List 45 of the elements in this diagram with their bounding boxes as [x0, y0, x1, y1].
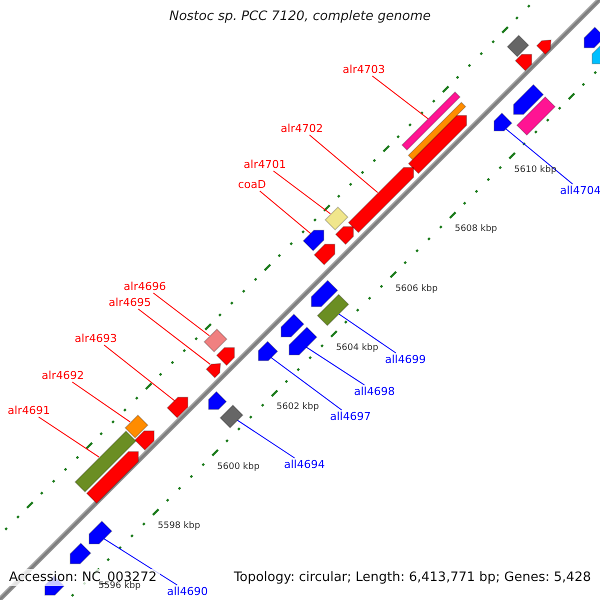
- leader-line: [152, 292, 210, 336]
- gene-feature: [316, 293, 350, 327]
- gene-feature: [202, 328, 228, 352]
- gene-feature: [324, 206, 348, 230]
- gene-label: alr4696: [124, 280, 166, 293]
- gene-label: alr4691: [8, 404, 50, 417]
- leader-line: [72, 382, 131, 422]
- gene-label: all4694: [284, 458, 325, 471]
- leader-line: [38, 416, 100, 458]
- gene-label: alr4701: [244, 158, 286, 171]
- leader-line: [338, 314, 396, 354]
- gene-label: all4699: [385, 353, 426, 366]
- leader-line: [104, 344, 175, 402]
- gene-label: alr4702: [280, 122, 323, 135]
- leader-line: [138, 308, 211, 365]
- position-label: 5608 kbp: [454, 224, 498, 236]
- leader-line: [272, 170, 331, 214]
- gene-label: alr4703: [342, 63, 385, 76]
- gene-feature: [74, 430, 136, 492]
- leader-line: [259, 190, 312, 234]
- leader-line: [309, 134, 378, 193]
- leader-line: [236, 419, 296, 458]
- gene-label: all4690: [167, 585, 208, 598]
- gene-label: all4697: [330, 410, 371, 423]
- gene-feature: [401, 91, 461, 151]
- leader-line: [372, 76, 429, 120]
- gene-label: all4704: [560, 184, 600, 197]
- gene-feature: [124, 414, 148, 438]
- position-label: 5602 kbp: [276, 402, 319, 414]
- gene-feature: [218, 404, 244, 428]
- gene-label: alr4692: [42, 369, 84, 382]
- leader-line: [306, 346, 365, 386]
- gene-label: coaD: [238, 178, 266, 191]
- position-label: 5600 kbp: [217, 462, 260, 473]
- position-label: 5606 kbp: [395, 284, 438, 295]
- map-title: Nostoc sp. PCC 7120, complete genome: [168, 10, 432, 23]
- gene-label: alr4693: [74, 332, 117, 345]
- position-label: 5598 kbp: [158, 521, 200, 532]
- leader-line: [104, 538, 178, 586]
- gene-label: alr4695: [108, 296, 151, 309]
- position-label: 5604 kbp: [336, 342, 378, 354]
- position-label: 5610 kbp: [514, 164, 557, 176]
- leader-line: [270, 356, 342, 410]
- gene-label: all4698: [354, 385, 395, 398]
- leader-line: [504, 128, 574, 184]
